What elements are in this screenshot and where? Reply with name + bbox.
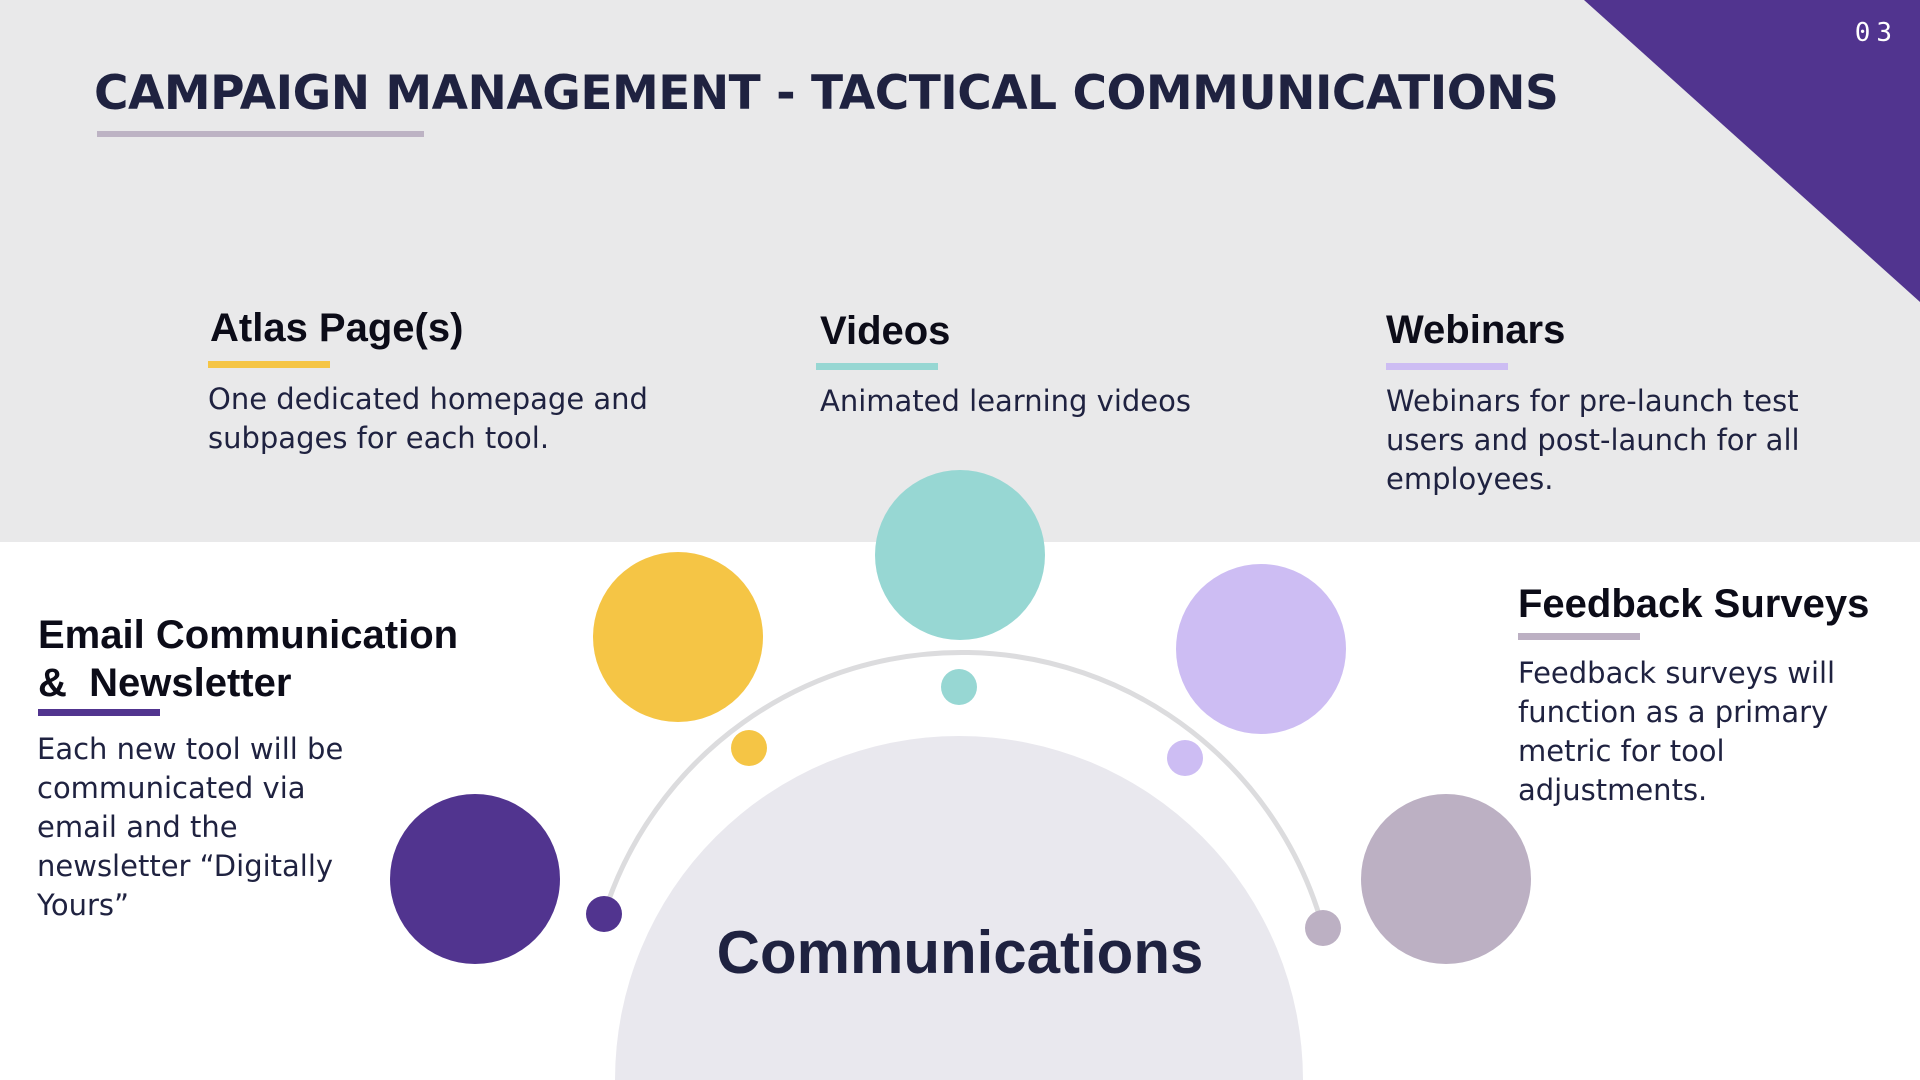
connector-arc <box>601 650 1326 929</box>
email-heading-bar <box>38 709 160 716</box>
videos-heading-bar <box>816 363 938 370</box>
webinars-dot <box>1167 740 1203 776</box>
email-heading-line2: & Newsletter <box>38 661 292 705</box>
atlas-circle <box>593 552 763 722</box>
webinars-heading: Webinars <box>1386 308 1566 352</box>
slide-title: CAMPAIGN MANAGEMENT - TACTICAL COMMUNICA… <box>94 66 1559 121</box>
atlas-dot <box>731 730 767 766</box>
center-semicircle <box>615 736 1303 1080</box>
feedback-dot <box>1305 910 1341 946</box>
feedback-circle <box>1361 794 1531 964</box>
webinars-heading-bar <box>1386 363 1508 370</box>
email-dot <box>586 896 622 932</box>
center-label: Communications <box>716 919 1204 986</box>
page-number: 03 <box>1854 18 1898 48</box>
atlas-description: One dedicated homepage and subpages for … <box>208 382 648 455</box>
atlas-heading-bar <box>208 361 330 368</box>
videos-heading: Videos <box>820 309 951 353</box>
feedback-heading: Feedback Surveys <box>1518 582 1870 626</box>
videos-dot <box>941 669 977 705</box>
feedback-description: Feedback surveys will function as a prim… <box>1518 656 1836 807</box>
title-underline <box>97 131 424 137</box>
videos-circle <box>875 470 1045 640</box>
feedback-heading-bar <box>1518 633 1640 640</box>
email-description: Each new tool will be communicated via e… <box>37 732 344 922</box>
webinars-circle <box>1176 564 1346 734</box>
webinars-description: Webinars for pre-launch test users and p… <box>1386 384 1800 496</box>
atlas-heading: Atlas Page(s) <box>210 306 464 350</box>
email-circle <box>390 794 560 964</box>
email-heading-line1: Email Communication <box>38 613 459 657</box>
videos-description: Animated learning videos <box>820 384 1191 418</box>
top-background-band <box>0 0 1920 542</box>
